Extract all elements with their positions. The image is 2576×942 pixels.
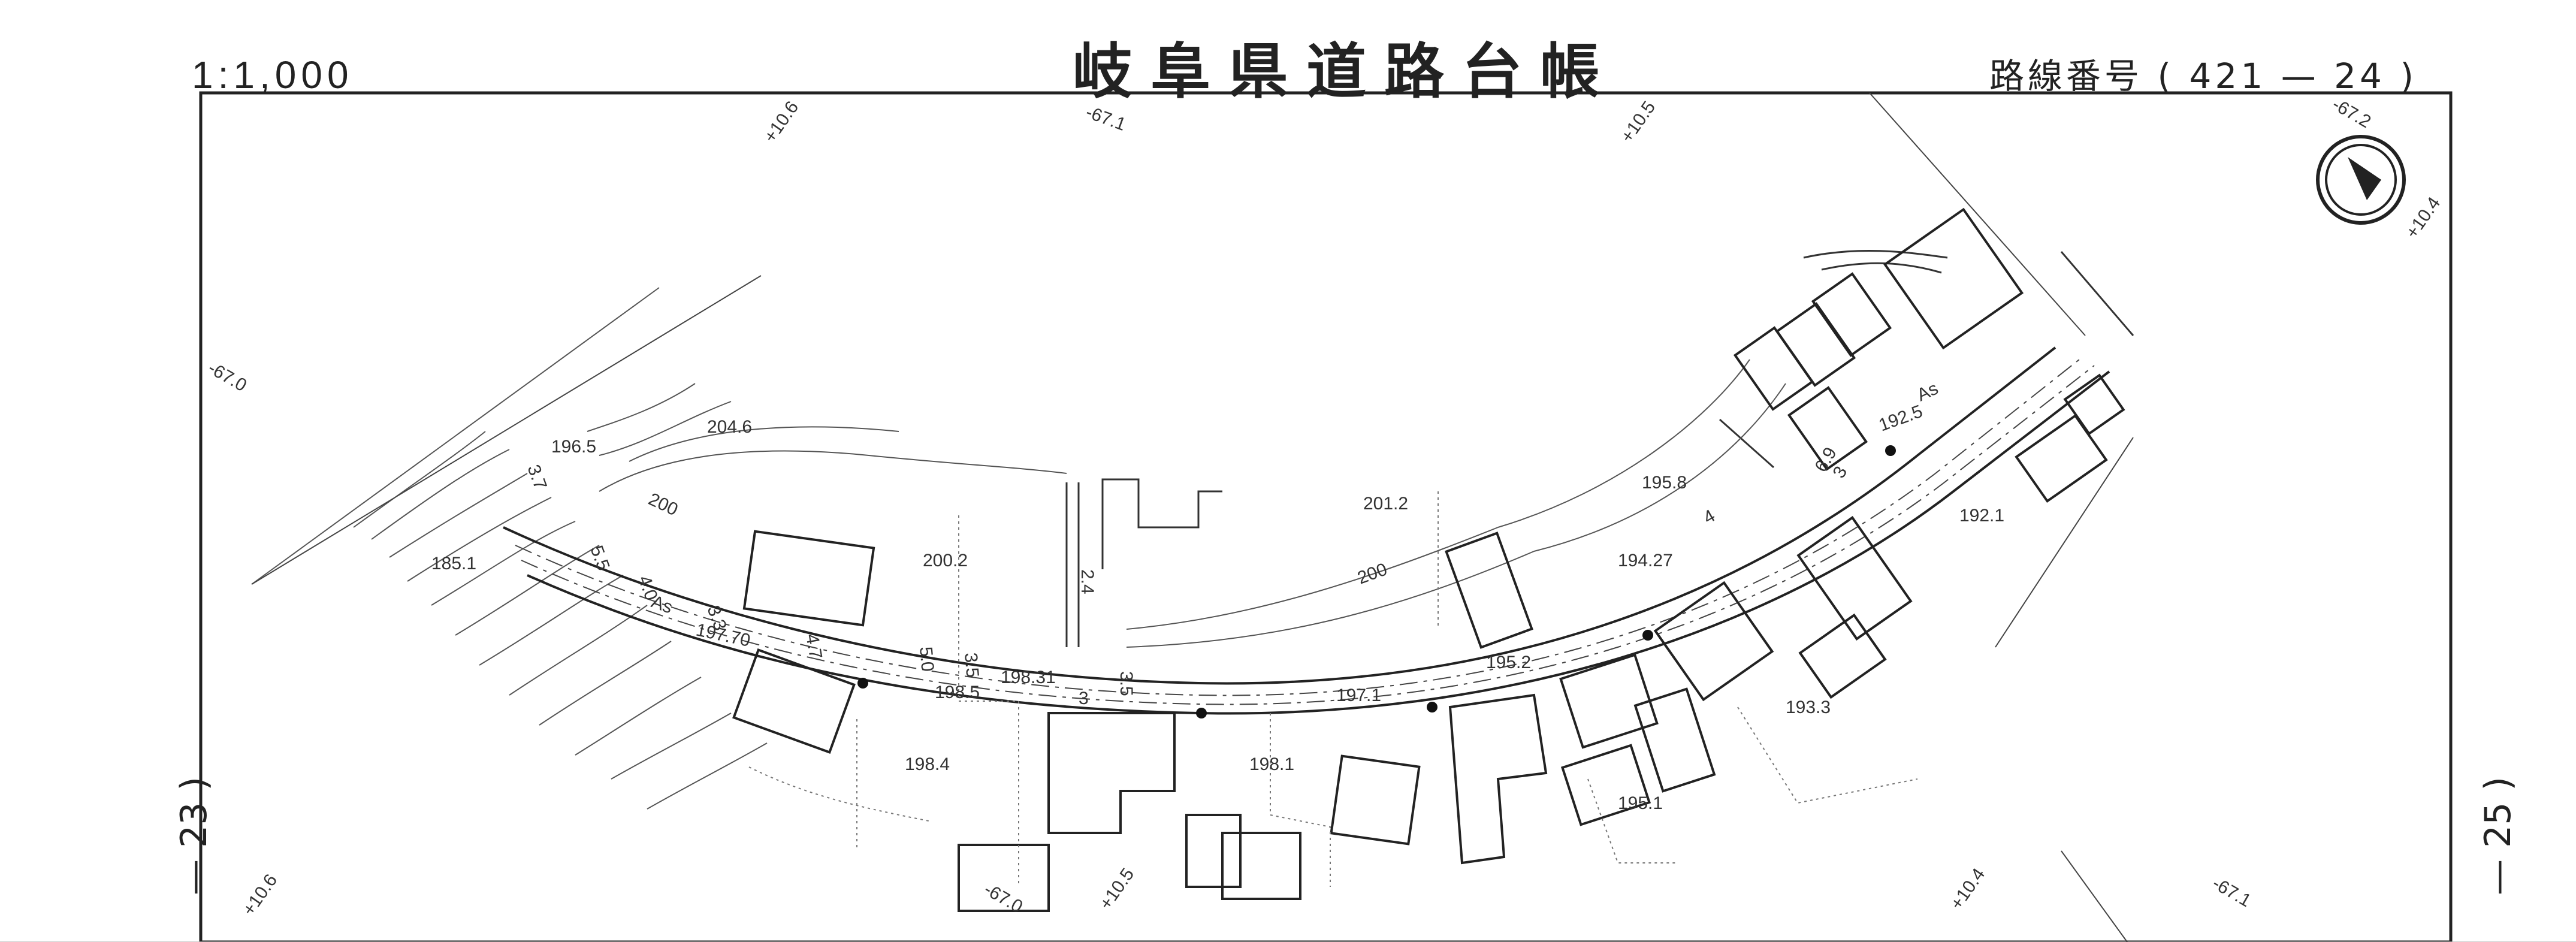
elevation-label: 198.31: [1001, 668, 1056, 687]
width-label: 3.7: [523, 462, 550, 492]
width-label: 3.5: [961, 652, 983, 678]
elevation-label: 198.4: [905, 754, 950, 774]
width-label: 5.0: [916, 646, 938, 672]
contours: [599, 359, 1786, 648]
north-arrow-icon: [2316, 135, 2406, 225]
elevation-label: 201.2: [1363, 494, 1408, 514]
map-scale: 1:1,000: [192, 53, 354, 96]
contour-label: 200: [645, 489, 681, 520]
elevation-label: 185.1: [431, 554, 476, 573]
route-number-value: 421: [2189, 56, 2267, 96]
width-label: 3: [1829, 463, 1851, 482]
slope-hatching: [251, 287, 768, 810]
adjacent-sheet-left: — 23 ): [173, 777, 215, 895]
width-label: 4.7: [802, 632, 826, 660]
route-number: 路線番号 ( 421 — 24 ): [1989, 48, 2417, 98]
grid-label: +10.6: [239, 871, 282, 919]
grid-label: -67.1: [2209, 873, 2255, 911]
elevation-label: 192.5: [1876, 401, 1925, 436]
elevation-label: 195.2: [1486, 653, 1531, 672]
route-label: 路線番号: [1989, 56, 2143, 96]
parcel-lines: [251, 92, 2134, 942]
elevation-label: 198.5: [935, 683, 980, 702]
elevation-label: 192.1: [1959, 506, 2004, 526]
page-title: 岐阜県道路台帳: [1073, 37, 1618, 107]
property-boundaries: [748, 491, 1918, 887]
elevation-label: 193.3: [1786, 698, 1831, 717]
width-label: 5.5: [586, 543, 613, 573]
grid-label: +10.4: [1947, 865, 1989, 913]
width-label: 3: [1079, 689, 1089, 708]
road-centerlines: [515, 359, 2095, 705]
road-edges: [503, 346, 2110, 715]
elevation-label: 204.6: [707, 417, 752, 437]
grid-label: +10.5: [1096, 865, 1138, 913]
grid-label: -67.2: [2329, 94, 2375, 132]
route-sheet-number: 24: [2334, 56, 2385, 96]
adjacent-sheet-right: — 25 ): [2477, 777, 2519, 895]
width-label: 2.4: [1077, 569, 1097, 594]
elevation-label: 197.1: [1336, 686, 1381, 705]
route-open-paren: (: [2157, 56, 2175, 96]
width-label: 3.5: [1116, 671, 1136, 696]
elevation-label: 196.5: [551, 437, 596, 457]
grid-label: -67.0: [205, 358, 250, 395]
elevation-label: 194.27: [1618, 551, 1673, 570]
retaining-walls: [1065, 249, 2134, 647]
elevation-label: 195.8: [1642, 473, 1687, 493]
buildings: [732, 207, 2125, 912]
elevation-label: 195.1: [1618, 793, 1663, 813]
grid-label: +10.5: [1617, 98, 1660, 146]
route-close-paren: ): [2400, 56, 2418, 96]
width-label: 4: [1700, 506, 1719, 528]
grid-label: +10.4: [2402, 194, 2445, 242]
survey-points: [857, 445, 1896, 718]
elevation-label: 198.1: [1249, 754, 1294, 774]
elevation-label: 200.2: [923, 551, 968, 570]
contour-label: 200: [1355, 559, 1390, 588]
map-labels: +10.6 -67.1 +10.5 -67.2 +10.4 -67.0 +10.…: [205, 94, 2445, 919]
grid-label: +10.6: [760, 98, 803, 146]
route-dash: —: [2281, 56, 2320, 96]
map-frame: [199, 91, 2453, 942]
